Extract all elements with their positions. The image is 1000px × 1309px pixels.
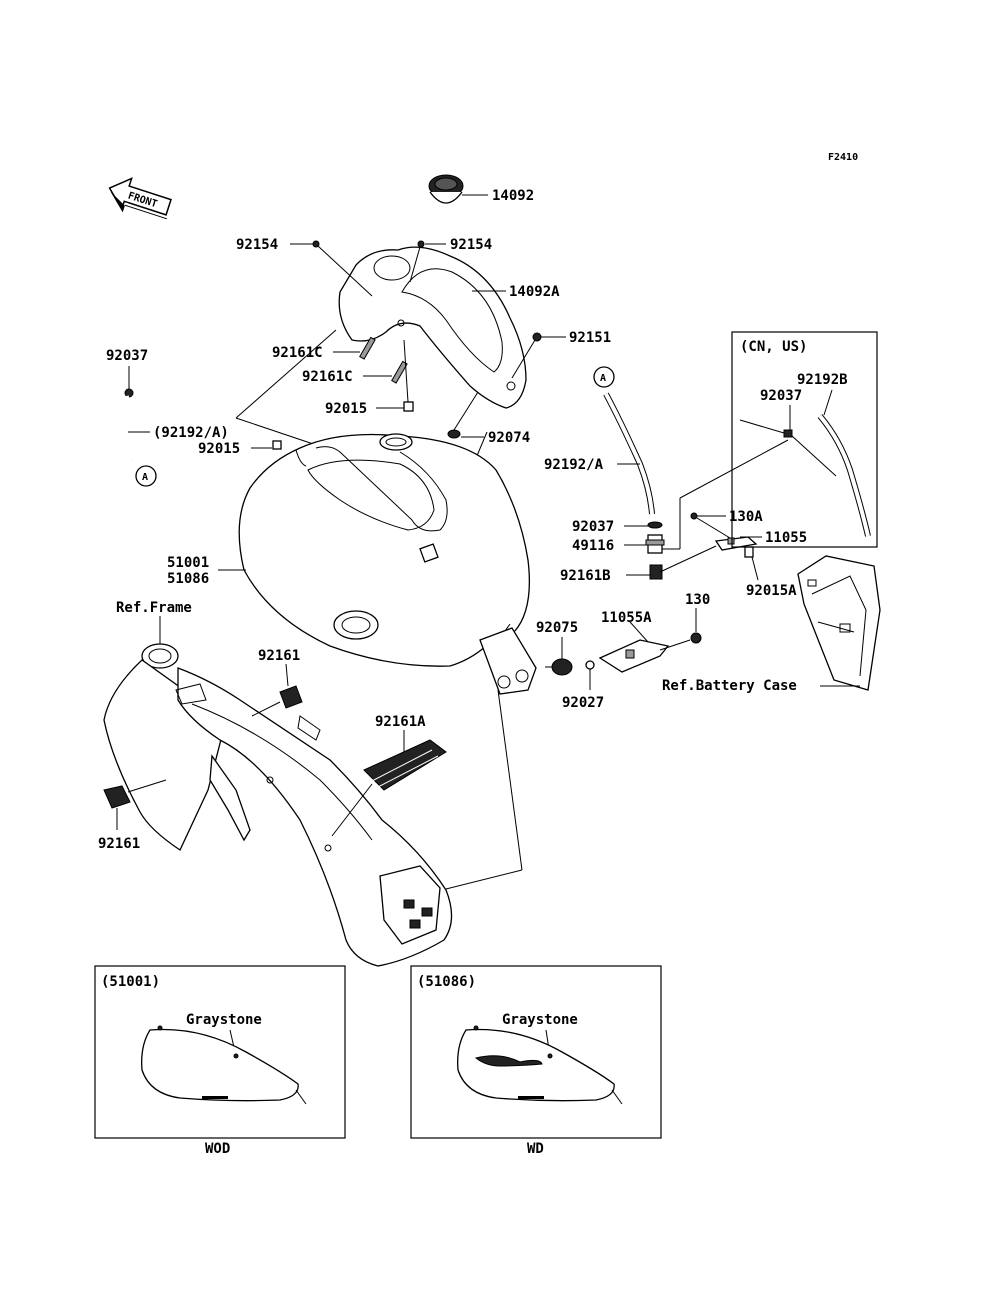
label-130A: 130A — [729, 509, 763, 525]
label-92015-top: 92015 — [325, 401, 367, 417]
frame — [103, 643, 453, 967]
label-92154-right: 92154 — [450, 237, 492, 253]
cn-us-box: (CN, US) 92192B 92037 — [731, 331, 878, 548]
clamp-92037-left — [124, 388, 134, 398]
cn-us-title: (CN, US) — [740, 339, 807, 355]
bolt-130A — [690, 512, 698, 520]
ref-a-left: A — [142, 472, 148, 483]
label-92192A-right: 92192/A — [544, 457, 604, 473]
ref-a-right-icon — [593, 366, 615, 388]
valve-49116 — [645, 534, 665, 554]
clip-92015-top — [403, 401, 414, 412]
label-92037-cnus: 92037 — [760, 388, 802, 404]
label-49116: 49116 — [572, 538, 614, 554]
label-11055A: 11055A — [601, 610, 652, 626]
label-130: 130 — [685, 592, 710, 608]
label-92192B: 92192B — [797, 372, 848, 388]
tank-rear-mount — [479, 627, 537, 695]
damper-92161B — [649, 564, 663, 580]
bracket-11055 — [714, 536, 758, 551]
damper-92074 — [447, 429, 461, 439]
damper-92161C-b — [391, 360, 408, 384]
clip-92015-left — [272, 440, 282, 450]
label-51001: 51001 — [167, 555, 209, 571]
inset-51086-code: (51086) — [417, 974, 476, 990]
label-92161-lower: 92161 — [98, 836, 140, 852]
inset-51086: (51086) Graystone WD — [410, 965, 662, 1157]
fuel-cap — [428, 174, 464, 204]
breather-hose-92192B — [817, 414, 871, 537]
label-92015-left: 92015 — [198, 441, 240, 457]
damper-92161-upper — [279, 685, 303, 709]
inset-51086-variant: WD — [527, 1141, 544, 1157]
label-92161C-a: 92161C — [272, 345, 323, 361]
ref-a-right: A — [600, 373, 606, 384]
damper-92075 — [551, 658, 573, 676]
inset-51001-code: (51001) — [101, 974, 160, 990]
label-92161A: 92161A — [375, 714, 426, 730]
label-51086: 51086 — [167, 571, 209, 587]
tank-cover — [338, 246, 527, 409]
label-92161C-b: 92161C — [302, 369, 353, 385]
inset-51001-variant: WOD — [205, 1141, 230, 1157]
label-92161B: 92161B — [560, 568, 611, 584]
label-92192A-left: (92192/A) — [153, 425, 229, 441]
inset-51001-paint: Graystone — [186, 1012, 262, 1028]
bolt-130 — [690, 632, 702, 644]
label-92037-left: 92037 — [106, 348, 148, 364]
breather-hose-right — [603, 392, 655, 515]
damper-92161-lower — [103, 785, 131, 809]
wing-decal-icon — [474, 1055, 543, 1067]
label-92015A: 92015A — [746, 583, 797, 599]
clamp-92037-mid — [647, 521, 663, 529]
damper-92161C-a — [359, 336, 376, 360]
damper-92161A — [363, 739, 447, 791]
label-92074: 92074 — [488, 430, 530, 446]
fuel-tank — [238, 433, 531, 667]
clip-92015A — [744, 546, 754, 558]
label-92027: 92027 — [562, 695, 604, 711]
label-92075: 92075 — [536, 620, 578, 636]
label-92037-mid: 92037 — [572, 519, 614, 535]
battery-case — [797, 555, 881, 691]
figure-code: F2410 — [828, 152, 858, 163]
front-arrow-icon: FRONT — [108, 177, 172, 220]
label-14092: 14092 — [492, 188, 534, 204]
bracket-11055A — [598, 639, 670, 673]
screw-92151 — [532, 332, 542, 342]
ref-battery-case: Ref.Battery Case — [662, 678, 797, 694]
label-11055: 11055 — [765, 530, 807, 546]
inset-51086-paint: Graystone — [502, 1012, 578, 1028]
label-14092A: 14092A — [509, 284, 560, 300]
collar-92027 — [585, 660, 595, 670]
label-92154-left: 92154 — [236, 237, 278, 253]
screw-92154-right — [417, 240, 425, 248]
label-92151: 92151 — [569, 330, 611, 346]
label-92161-upper: 92161 — [258, 648, 300, 664]
ref-a-left-icon — [135, 465, 157, 487]
inset-51001: (51001) Graystone WOD — [94, 965, 346, 1157]
ref-frame: Ref.Frame — [116, 600, 192, 616]
